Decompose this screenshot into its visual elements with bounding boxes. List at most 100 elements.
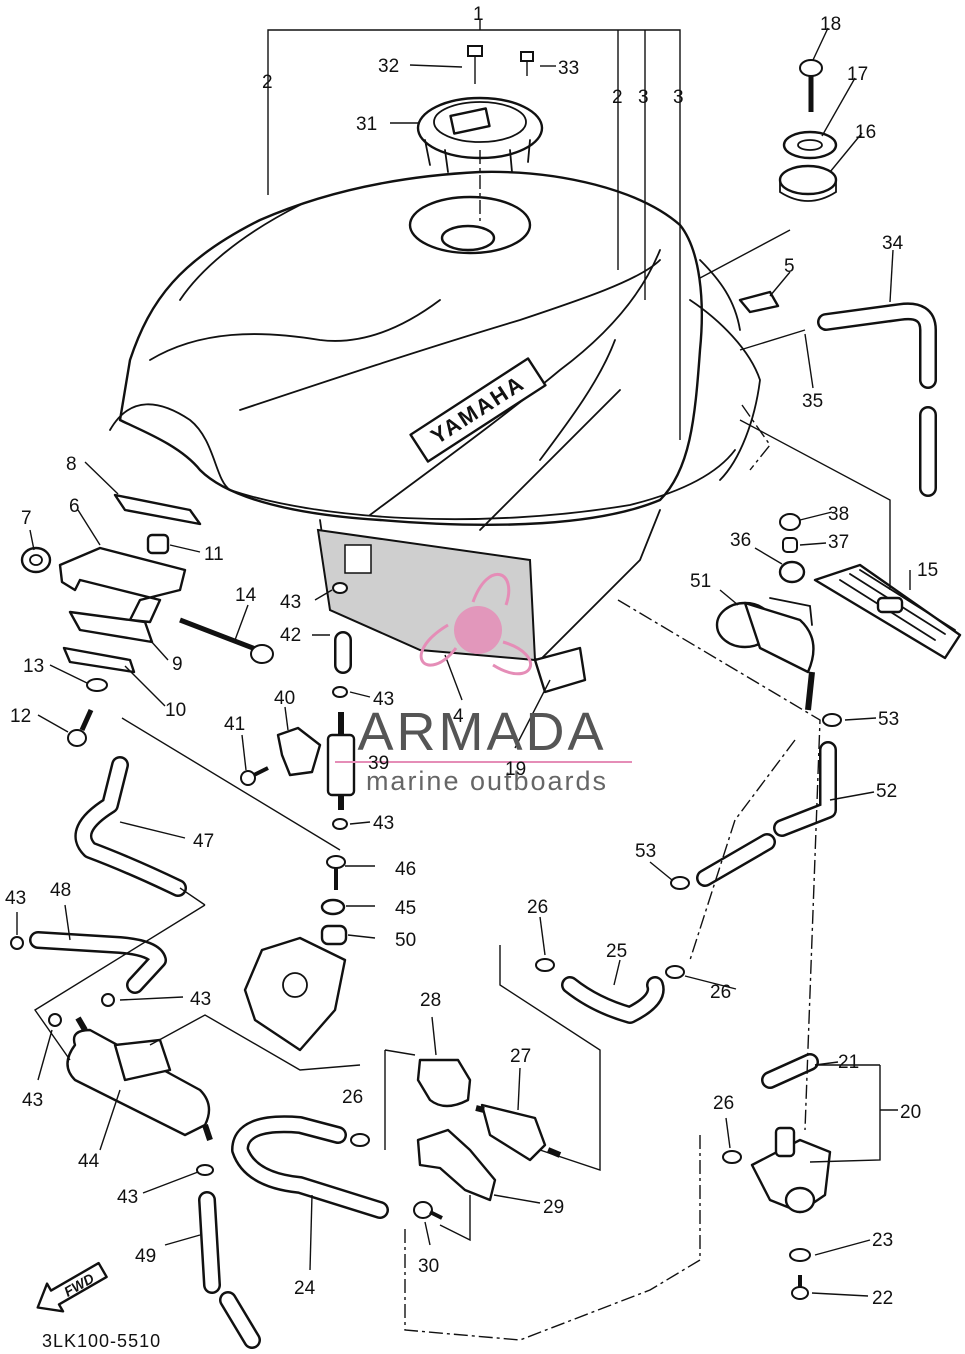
callout-number: 4 [453,706,464,727]
callout-number: 26 [713,1093,734,1114]
callout-number: 28 [420,990,441,1011]
callout-number: 42 [280,625,301,646]
cap-bolt [467,45,483,84]
clip [722,1150,742,1164]
callout-number: 9 [172,654,183,675]
callout-number: 2 [262,72,273,93]
grommet [320,924,348,946]
callout-number: 43 [280,592,301,613]
callout-number: 7 [21,508,32,529]
clip [738,290,780,314]
cap-screw [520,51,534,76]
callout-number: 19 [505,759,526,780]
callout-number: 53 [878,709,899,730]
screw [791,1275,809,1300]
leader-lines [16,20,911,1341]
callout-number: 12 [10,706,31,727]
collar [782,537,798,553]
callout-number: 25 [606,941,627,962]
damper-plate [113,493,202,526]
damper [778,560,806,584]
watermark-tagline: marine outboards [366,766,608,796]
callout-number: 35 [802,391,823,412]
callout-number: 3 [638,87,649,108]
callout-number: 5 [784,256,795,277]
callout-number: 30 [418,1256,439,1277]
clamp [332,582,348,594]
clip [535,958,555,972]
callout-number: 43 [5,888,26,909]
screw [326,855,346,890]
watermark: ARMADA marine outboards [335,572,632,796]
rubber-pad [533,646,587,694]
collar [320,898,346,916]
callout-number: 34 [882,233,904,254]
fwd-arrow: FWD [36,1261,108,1313]
clip [665,965,685,979]
callout-number: 13 [23,656,44,677]
tank-pad [813,563,962,660]
washer [782,130,838,160]
damper [778,164,838,202]
callout-number: 43 [117,1187,138,1208]
callout-number: 10 [165,700,186,721]
callout-number: 32 [378,56,399,77]
bolt [67,708,94,747]
callout-number: 50 [395,930,416,951]
clamp [822,713,842,727]
callout-number: 43 [190,989,211,1010]
callout-number: 14 [235,585,257,606]
clamp [332,686,348,698]
callout-number: 45 [395,898,416,919]
callout-number: 8 [66,454,77,475]
callout-number: 17 [847,64,868,85]
clamp [670,876,690,890]
grommet [20,546,52,574]
callout-number: 52 [876,781,897,802]
clamp [48,1013,62,1027]
callout-number: 38 [828,504,849,525]
mount-bolt [799,59,823,112]
callout-number: 26 [527,897,548,918]
callout-number: 33 [558,58,579,79]
pump-damper [416,1058,472,1108]
fuel-filter [326,712,356,810]
callout-number: 41 [224,714,245,735]
callout-number: 24 [294,1278,316,1299]
pump-bracket [416,1128,497,1202]
callout-number: 48 [50,880,71,901]
callout-number: 36 [730,530,751,551]
fuel-petcock [750,1126,832,1214]
watermark-brand: ARMADA [357,702,606,762]
callout-number: 44 [78,1151,100,1172]
nut [779,513,801,531]
long-bolt [179,617,274,664]
callout-number: 27 [510,1046,531,1067]
screw [413,1201,443,1220]
callout-number: 53 [635,841,656,862]
clip [350,1133,370,1147]
callout-number: 21 [838,1052,859,1073]
mount-bracket [58,546,187,624]
callout-number: 39 [368,753,389,774]
callout-number: 43 [373,813,394,834]
fuel-pump [475,1103,562,1162]
callout-number: 26 [342,1087,363,1108]
callout-number: 6 [69,496,80,517]
plate [62,646,136,674]
callout-number: 20 [900,1102,921,1123]
clamp [10,936,24,950]
callout-number: 49 [135,1246,156,1267]
callout-number: 23 [872,1230,893,1251]
charcoal-canister [66,1016,213,1141]
filter-holder [276,726,322,777]
collar [146,533,170,555]
fuel-tank [109,170,761,661]
callout-number: 47 [193,831,214,852]
callout-numbers: 1 2 2 3 3 32 33 31 18 17 16 34 5 35 8 7 … [5,4,938,1309]
washer [789,1248,811,1262]
clamp [196,1164,214,1176]
clamp [332,818,348,830]
callout-number: 16 [855,122,876,143]
